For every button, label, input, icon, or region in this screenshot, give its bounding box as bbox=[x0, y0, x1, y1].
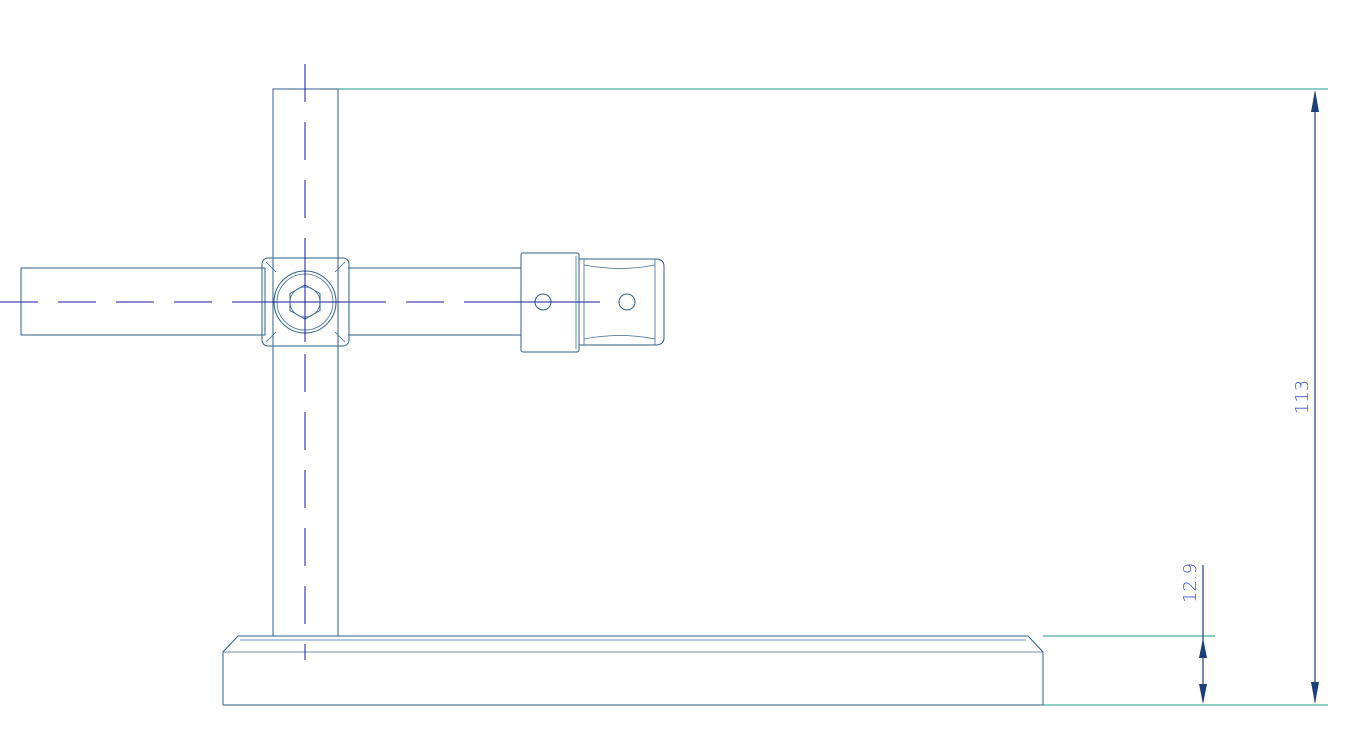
dimension-text-overall-height: 113 bbox=[1292, 380, 1313, 414]
dimension-base-thickness: 12.9 bbox=[1180, 563, 1207, 704]
dimension-text-base-thickness: 12.9 bbox=[1180, 563, 1201, 603]
base-plate bbox=[222, 635, 1044, 706]
center-lines bbox=[0, 64, 600, 660]
dimension-overall-height: 113 bbox=[1292, 90, 1319, 704]
extension-lines bbox=[338, 88, 1328, 706]
